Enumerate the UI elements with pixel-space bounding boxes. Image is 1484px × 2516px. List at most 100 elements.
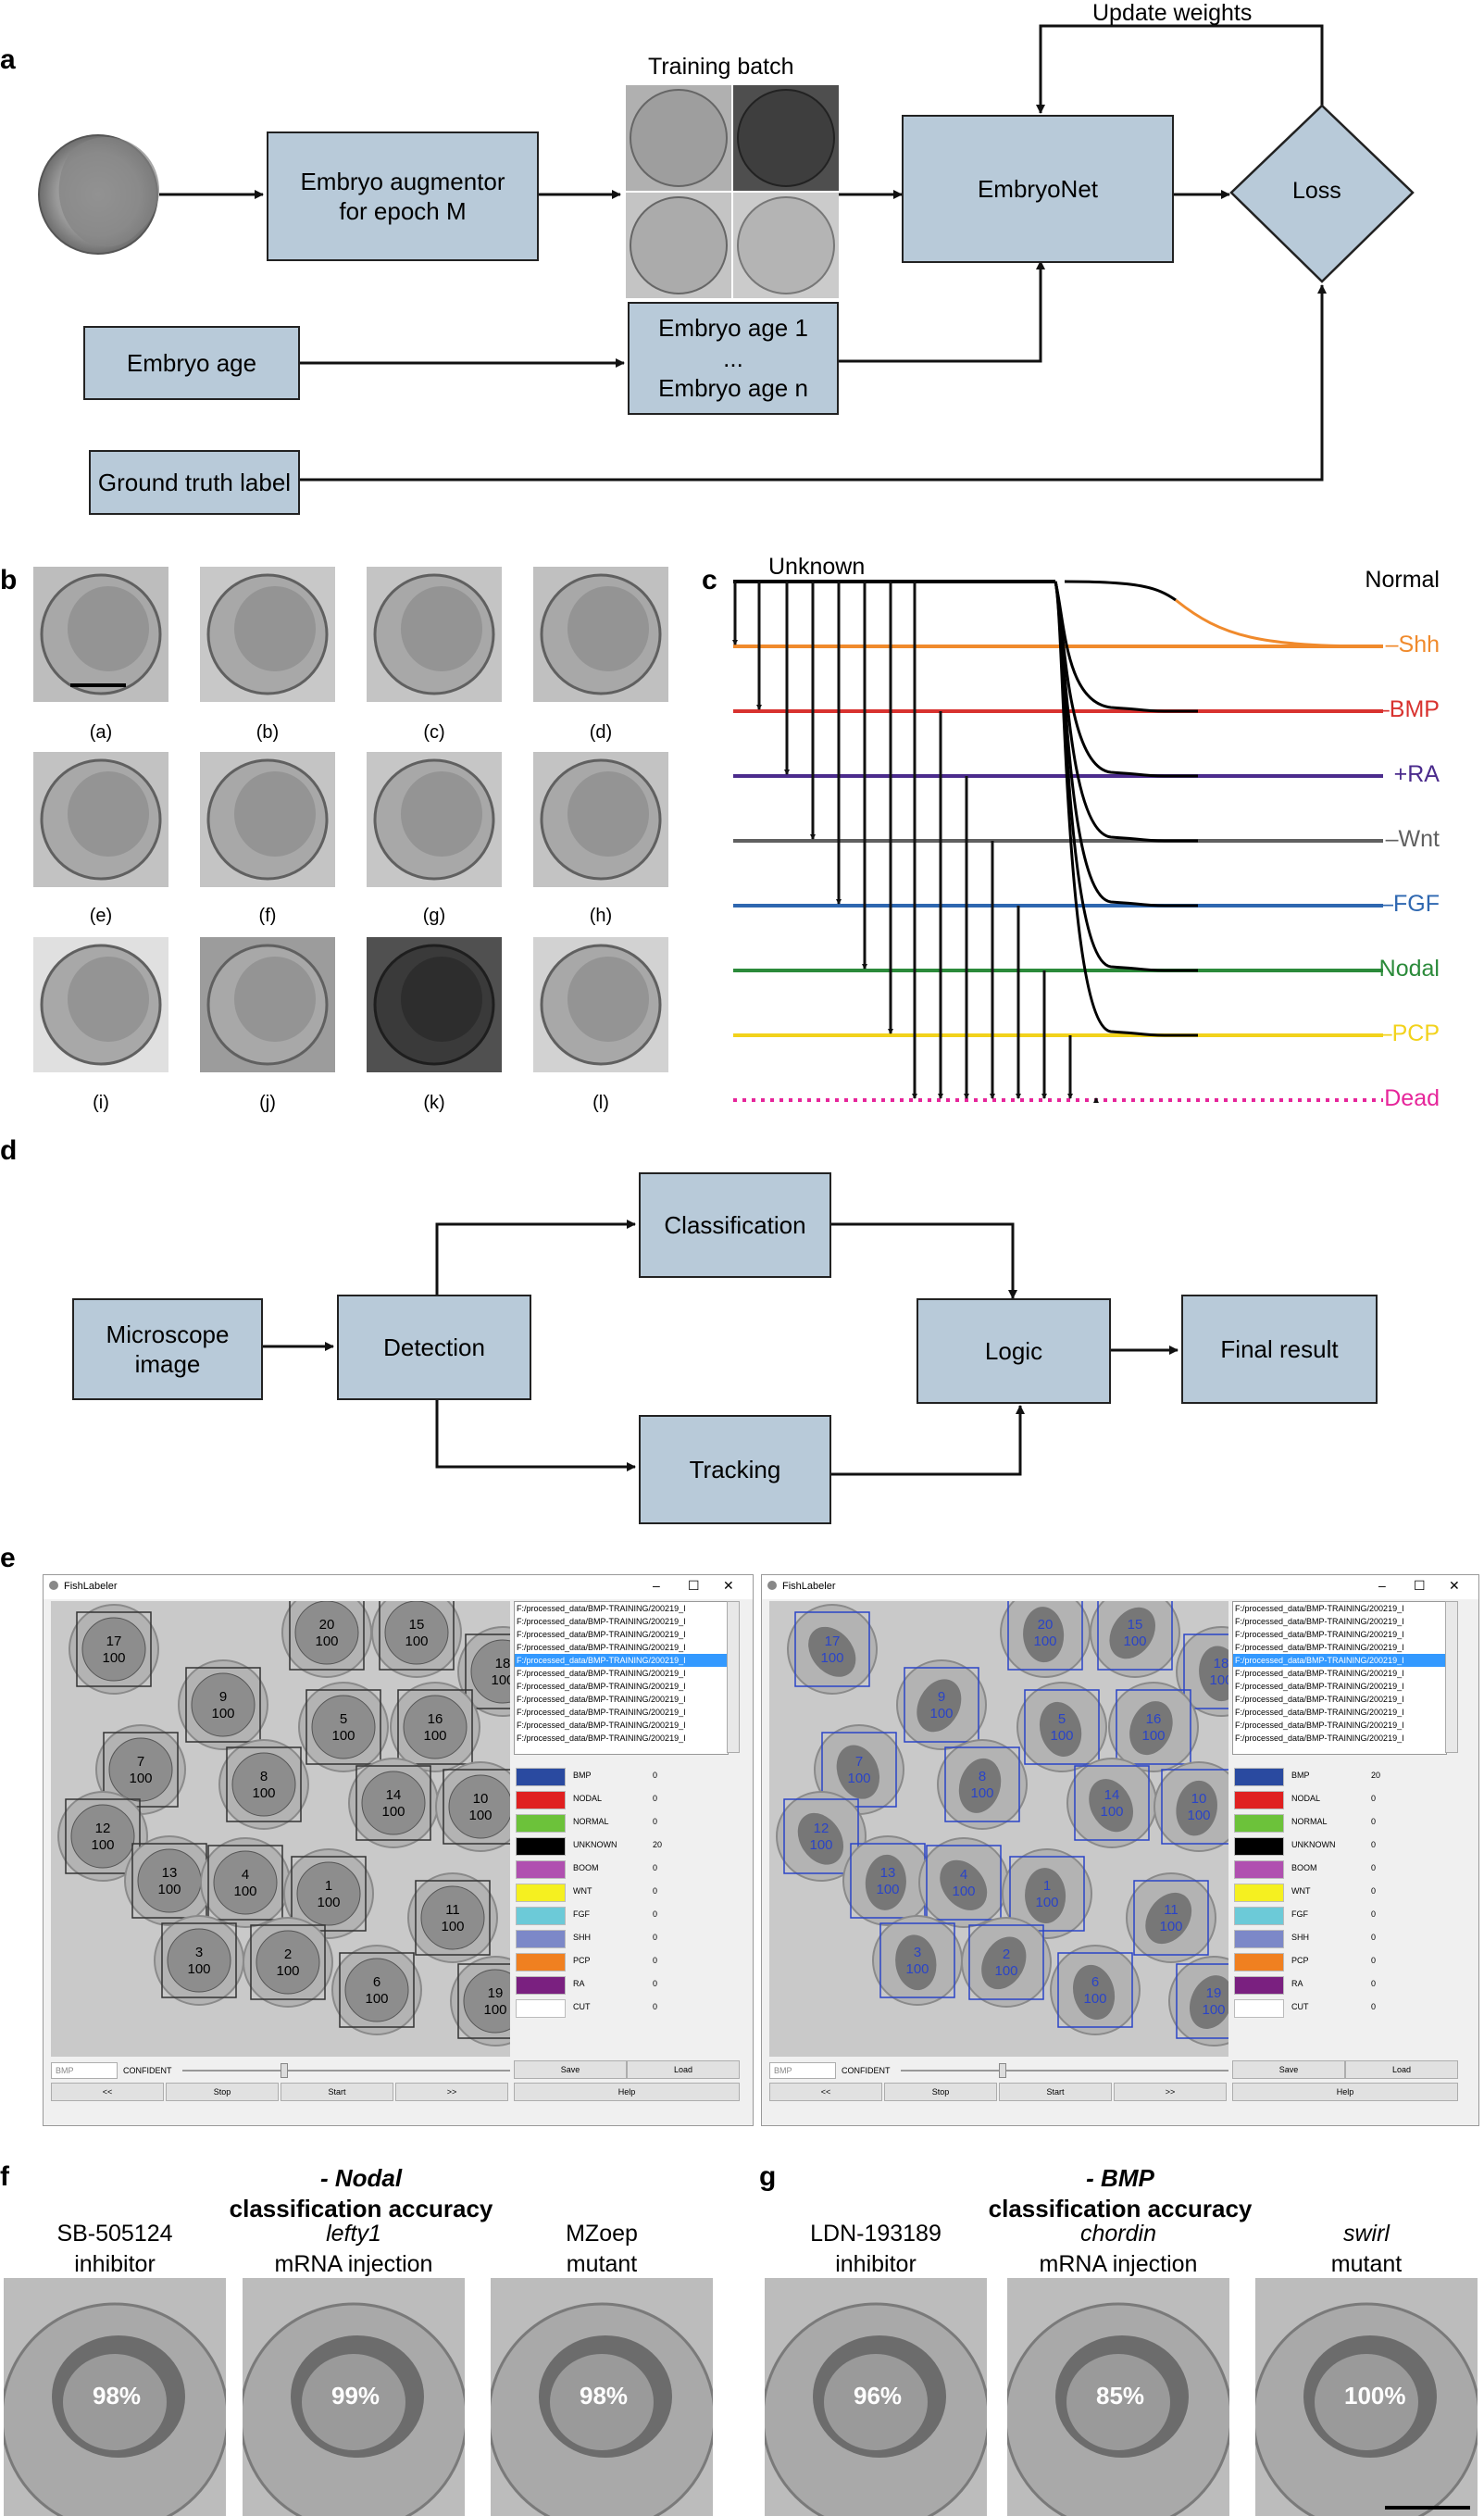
file-list-item[interactable]: F:/processed_data/BMP-TRAINING/200219_I	[1235, 1695, 1404, 1704]
minimize-icon[interactable]: –	[653, 1578, 660, 1593]
file-list[interactable]: F:/processed_data/BMP-TRAINING/200219_I F…	[1232, 1601, 1447, 1755]
file-list-item[interactable]: F:/processed_data/BMP-TRAINING/200219_I	[1235, 1734, 1404, 1743]
embryo-yolk	[895, 1934, 937, 1991]
embryo-id: 7	[137, 1754, 144, 1770]
close-icon[interactable]: ✕	[1449, 1578, 1460, 1593]
confidence-slider[interactable]	[901, 2070, 1228, 2072]
help-button[interactable]: Help	[514, 2083, 740, 2101]
file-list-scrollbar[interactable]	[1445, 1601, 1458, 1753]
start-button[interactable]: Start	[281, 2083, 393, 2101]
microscope-view[interactable]: 1710020100151001810091005100161007100810…	[769, 1601, 1228, 2057]
embryo-id: 18	[495, 1656, 510, 1671]
file-list-item[interactable]: F:/processed_data/BMP-TRAINING/200219_I	[1233, 1654, 1446, 1667]
next-button[interactable]: >>	[395, 2083, 508, 2101]
embryo-score: 100	[1202, 2002, 1225, 2018]
slider-thumb[interactable]	[999, 2063, 1006, 2078]
class-dropdown[interactable]: BMP	[51, 2062, 118, 2079]
file-list-item[interactable]: F:/processed_data/BMP-TRAINING/200219_I	[517, 1630, 686, 1639]
file-list-item[interactable]: F:/processed_data/BMP-TRAINING/200219_I	[517, 1734, 686, 1743]
file-list-item[interactable]: F:/processed_data/BMP-TRAINING/200219_I	[517, 1695, 686, 1704]
detection-box	[1024, 1689, 1100, 1765]
embryo-yolk	[311, 1695, 376, 1759]
file-list-item[interactable]: F:/processed_data/BMP-TRAINING/200219_I	[1235, 1604, 1404, 1613]
help-button[interactable]: Help	[1232, 2083, 1458, 2101]
file-list-item[interactable]: F:/processed_data/BMP-TRAINING/200219_I	[517, 1721, 686, 1730]
confidence-slider[interactable]	[182, 2070, 510, 2072]
legend-count: 0	[653, 1863, 658, 1872]
accuracy-value: 99%	[331, 2382, 380, 2410]
stop-button[interactable]: Stop	[166, 2083, 279, 2101]
file-list-item[interactable]: F:/processed_data/BMP-TRAINING/200219_I	[517, 1682, 686, 1691]
class-dropdown[interactable]: BMP	[769, 2062, 836, 2079]
slider-thumb[interactable]	[281, 2063, 288, 2078]
prev-button[interactable]: <<	[51, 2083, 164, 2101]
legend-swatch	[1234, 1930, 1284, 1948]
file-list-item[interactable]: F:/processed_data/BMP-TRAINING/200219_I	[517, 1669, 686, 1678]
file-list-scrollbar[interactable]	[727, 1601, 740, 1753]
app-icon	[767, 1581, 777, 1590]
load-button[interactable]: Load	[627, 2060, 740, 2079]
file-list-item[interactable]: F:/processed_data/BMP-TRAINING/200219_I	[515, 1654, 728, 1667]
legend-name: RA	[573, 1979, 585, 1988]
detection-box	[397, 1689, 473, 1765]
stop-button[interactable]: Stop	[884, 2083, 997, 2101]
embryo-yolk	[1176, 1780, 1217, 1836]
file-list-item[interactable]: F:/processed_data/BMP-TRAINING/200219_I	[1235, 1630, 1404, 1639]
fishlabeler-window-left[interactable]: FishLabeler–☐✕17100201001510018100910051…	[43, 1574, 754, 2126]
legend-name: SHH	[573, 1933, 592, 1942]
next-button[interactable]: >>	[1114, 2083, 1227, 2101]
save-button[interactable]: Save	[514, 2060, 627, 2079]
embryo-thumbnail	[200, 937, 335, 1072]
prev-button[interactable]: <<	[769, 2083, 882, 2101]
legend-count: 0	[1371, 2002, 1377, 2011]
start-button[interactable]: Start	[999, 2083, 1112, 2101]
save-button[interactable]: Save	[1232, 2060, 1345, 2079]
embryo-score: 100	[994, 1963, 1017, 1979]
file-list-item[interactable]: F:/processed_data/BMP-TRAINING/200219_I	[517, 1643, 686, 1652]
minimize-icon[interactable]: –	[1378, 1578, 1386, 1593]
file-list-item[interactable]: F:/processed_data/BMP-TRAINING/200219_I	[517, 1708, 686, 1717]
maximize-icon[interactable]: ☐	[688, 1578, 700, 1593]
legend-swatch	[516, 1907, 566, 1925]
file-list-item[interactable]: F:/processed_data/BMP-TRAINING/200219_I	[1235, 1617, 1404, 1626]
load-button[interactable]: Load	[1345, 2060, 1458, 2079]
legend-swatch	[516, 1837, 566, 1856]
embryo-score: 100	[365, 1991, 388, 2007]
file-list-item[interactable]: F:/processed_data/BMP-TRAINING/200219_I	[1235, 1682, 1404, 1691]
file-list-item[interactable]: F:/processed_data/BMP-TRAINING/200219_I	[1235, 1643, 1404, 1652]
file-list-item[interactable]: F:/processed_data/BMP-TRAINING/200219_I	[517, 1604, 686, 1613]
nodal-title-line1: - Nodal	[319, 2164, 403, 2192]
microscope-view[interactable]: 1710020100151001810091005100161007100810…	[51, 1601, 510, 2057]
close-icon[interactable]: ✕	[723, 1578, 734, 1593]
file-list-item[interactable]: F:/processed_data/BMP-TRAINING/200219_I	[1235, 1708, 1404, 1717]
maximize-icon[interactable]: ☐	[1414, 1578, 1426, 1593]
file-list-item[interactable]: F:/processed_data/BMP-TRAINING/200219_I	[1235, 1721, 1404, 1730]
file-list[interactable]: F:/processed_data/BMP-TRAINING/200219_I F…	[514, 1601, 729, 1755]
file-list-item[interactable]: F:/processed_data/BMP-TRAINING/200219_I	[1235, 1669, 1404, 1678]
fishlabeler-window-right[interactable]: FishLabeler–☐✕17100201001510018100910051…	[761, 1574, 1479, 2126]
file-list-item[interactable]: F:/processed_data/BMP-TRAINING/200219_I	[517, 1617, 686, 1626]
detection-box	[226, 1746, 302, 1822]
